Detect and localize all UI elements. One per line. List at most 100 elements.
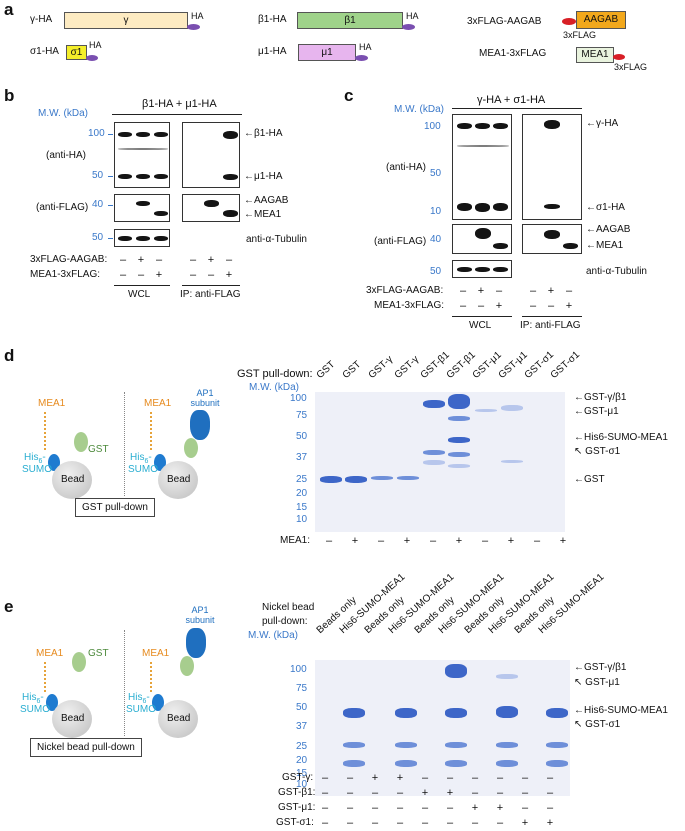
- e-sign-4-6: –: [446, 817, 454, 829]
- d-sign-7: –: [481, 535, 489, 547]
- b-ip-mu-band: [223, 174, 238, 180]
- b-ip-ha-blot: [182, 122, 240, 188]
- c-wcl-flag-blot: [452, 224, 512, 254]
- panel-b-title-rule: [112, 114, 242, 115]
- e-mu-band-lane8: [496, 674, 518, 679]
- c-wcl-mea1-band: [493, 243, 508, 249]
- b-wcl-aagab-band: [136, 201, 150, 206]
- c-mw-100: 100: [424, 121, 441, 132]
- b-wcl-ha-blot: [114, 122, 170, 188]
- c-sign-aagab-5: +: [547, 285, 555, 297]
- b-wcl-mu-band-3: [154, 174, 168, 179]
- d-label-sigma-text: GST-σ1: [585, 446, 621, 457]
- e-sign-2-8: –: [496, 787, 504, 799]
- e-mw-20: 20: [296, 755, 308, 766]
- d-cartoon-divider: [124, 392, 125, 496]
- e-mea1-band-lane4: [395, 708, 417, 718]
- d-mw-header: M.W. (kDa): [249, 382, 299, 393]
- b-wcl-beta-band-2: [136, 132, 150, 137]
- b-sign-mea1-3: +: [155, 269, 163, 281]
- d-cartoon-mea1-left: MEA1: [38, 398, 66, 409]
- e-sign-2-4: –: [396, 787, 404, 799]
- b-sign-aagab-6: –: [225, 254, 233, 266]
- e-cartoon-gst-left: [72, 652, 86, 672]
- e-sign-2-3: –: [371, 787, 379, 799]
- c-sign-mea1-4: –: [529, 300, 537, 312]
- b-wcl-rule: [114, 285, 170, 286]
- e-cartoon-gst-right: [180, 656, 194, 676]
- b-sign-mea1-5: –: [207, 269, 215, 281]
- d-label-mea1: His6-SUMO-MEA1: [574, 432, 668, 443]
- b-sign-aagab-3: –: [155, 254, 163, 266]
- d-sign-1: –: [325, 535, 333, 547]
- e-beta-band-lane6: [445, 664, 467, 678]
- e-cartoon-his-left: His6-: [22, 692, 44, 705]
- d-cartoon-ap1: AP1 subunit: [190, 388, 220, 408]
- e-lane4-low-1: [395, 742, 417, 748]
- d-sign-2: +: [351, 535, 359, 547]
- d-gst-beta-band-2-low2: [448, 464, 470, 468]
- e-mw-75: 75: [296, 683, 308, 694]
- b-ip-mea1-band: [223, 210, 238, 217]
- e-sign-3-8: +: [496, 802, 504, 814]
- c-sign-mea1-5: –: [547, 300, 555, 312]
- e-sign-3-3: –: [371, 802, 379, 814]
- b-group-ip: IP: anti-FLAG: [180, 289, 241, 300]
- c-mw-50: 50: [430, 168, 442, 179]
- e-his-sub-right: 6: [142, 698, 147, 705]
- e-lane2-low-2: [343, 760, 365, 767]
- b-antibody-tubulin: anti-α-Tubulin: [246, 234, 307, 245]
- e-his-sub-left: 6: [36, 698, 41, 705]
- e-cartoon-gst-label-left: GST: [88, 648, 109, 659]
- c-label-mea1: MEA1: [586, 240, 623, 251]
- d-mw-10: 10: [296, 514, 308, 525]
- b-sign-aagab-5: +: [207, 254, 215, 266]
- e-cartoon-bead-left: [52, 700, 92, 738]
- d-gel: [315, 392, 565, 532]
- d-lane-1: GST: [314, 359, 338, 381]
- e-sign-1-3: +: [371, 772, 379, 784]
- d-lane-2: GST: [340, 359, 364, 381]
- d-lane-3: GST-γ: [366, 353, 396, 381]
- beta-ha-tag-label: HA: [406, 11, 419, 21]
- c-wcl-smear: [457, 145, 509, 147]
- d-gst-mu-band-1: [475, 409, 497, 412]
- d-cartoon-gst-left: [74, 432, 88, 452]
- c-sign-aagab-1: –: [459, 285, 467, 297]
- c-label-aagab: AAGAB: [586, 224, 630, 235]
- e-sign-2-9: –: [521, 787, 529, 799]
- d-gst-beta-band-1: [423, 400, 445, 408]
- d-mw-25: 25: [296, 474, 308, 485]
- e-sign-2-10: –: [546, 787, 554, 799]
- d-his-text-right: His: [130, 452, 145, 463]
- c-ip-sigma-band: [544, 204, 560, 209]
- c-wcl-sigma-band-1: [457, 203, 472, 211]
- d-caption-box: GST pull-down: [75, 498, 155, 517]
- d-cartoon-bead-label-left: Bead: [61, 474, 85, 485]
- aagab-flag-tag-label: 3xFLAG: [563, 30, 597, 40]
- c-group-wcl: WCL: [469, 320, 492, 331]
- b-row-mea1-label: MEA1-3xFLAG:: [30, 269, 101, 280]
- e-cartoon-sumo-label-left: SUMO: [20, 704, 50, 715]
- e-lane10-low-1: [546, 742, 568, 748]
- mu-ha-tag: [355, 55, 368, 61]
- panel-b-label: b: [4, 86, 15, 105]
- e-mea1-band-lane10: [546, 708, 568, 718]
- d-cartoon-his-left: His6-: [24, 452, 46, 465]
- d-lane-4: GST-γ: [392, 353, 422, 381]
- e-mw-10: 10: [296, 779, 308, 790]
- e-mea1-band-lane2: [343, 708, 365, 718]
- b-label-beta: β1-HA: [244, 128, 283, 139]
- b-label-mea1: MEA1: [244, 209, 281, 220]
- b-wcl-smear: [118, 148, 168, 150]
- c-wcl-ha-blot: [452, 114, 512, 220]
- e-cartoon-bead-label-right: Bead: [167, 713, 191, 724]
- sigma-ha-tag-label: HA: [89, 40, 102, 50]
- c-sign-mea1-1: –: [459, 300, 467, 312]
- d-cartoon-sumo-label-left: SUMO: [22, 464, 52, 475]
- aagab-construct-label: 3xFLAG-AAGAB: [467, 16, 542, 27]
- e-sign-3-6: –: [446, 802, 454, 814]
- e-sign-3-5: –: [421, 802, 429, 814]
- c-mw-40: 40: [430, 234, 442, 245]
- e-sign-1-2: –: [346, 772, 354, 784]
